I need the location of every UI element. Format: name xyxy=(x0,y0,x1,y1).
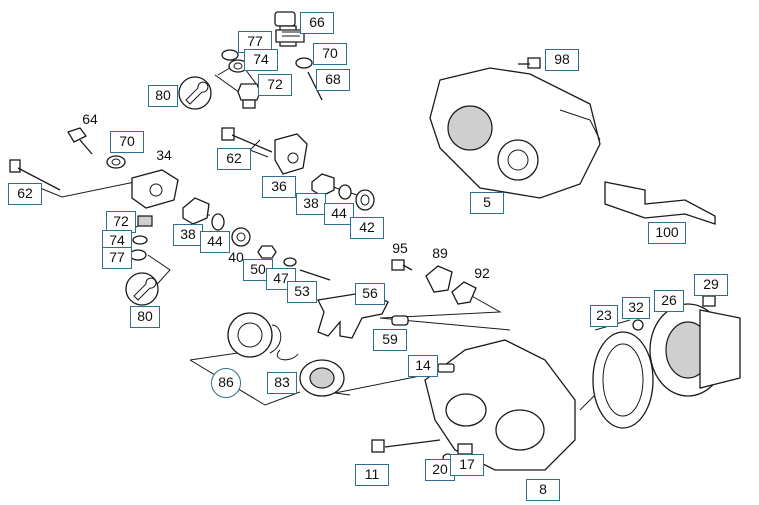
part-shift-small xyxy=(257,245,331,281)
callout-34: 34 xyxy=(156,147,172,163)
callout-70b: 70 xyxy=(110,131,144,153)
callout-100: 100 xyxy=(648,222,686,244)
callout-38b: 38 xyxy=(173,224,203,246)
callout-80b: 80 xyxy=(130,306,160,328)
callout-80a: 80 xyxy=(148,85,178,107)
part-wrench-80a xyxy=(178,76,212,110)
callout-74a: 74 xyxy=(244,49,278,71)
part-nut-72a xyxy=(237,83,261,109)
callout-53: 53 xyxy=(287,281,317,303)
callout-66: 66 xyxy=(300,12,334,34)
callout-77b: 77 xyxy=(102,247,132,269)
callout-86: 86 xyxy=(211,368,241,398)
part-bracket-36 xyxy=(221,127,308,175)
part-gaskets-right xyxy=(311,173,375,211)
callout-83: 83 xyxy=(267,372,297,394)
part-rings-top xyxy=(221,49,323,101)
callout-40: 40 xyxy=(228,249,244,265)
callout-72a: 72 xyxy=(258,74,292,96)
part-stack-left xyxy=(129,215,153,261)
part-gaskets-left xyxy=(182,197,251,247)
callout-68: 68 xyxy=(316,69,350,91)
part-bearing-83 xyxy=(299,359,345,397)
callout-50: 50 xyxy=(243,259,273,281)
callout-42: 42 xyxy=(350,217,384,239)
part-differential-5 xyxy=(429,57,601,199)
callout-62b: 62 xyxy=(217,148,251,170)
part-nut-86 xyxy=(227,312,299,361)
part-bracket-100 xyxy=(604,181,716,225)
part-95-89-92 xyxy=(391,259,477,305)
callout-77a: 77 xyxy=(238,31,272,53)
callout-59: 59 xyxy=(373,329,407,351)
part-sensor-64 xyxy=(67,127,126,169)
part-cover-34 xyxy=(131,169,179,209)
callout-64: 64 xyxy=(82,111,98,127)
callout-11: 11 xyxy=(355,464,389,486)
callout-5: 5 xyxy=(470,192,504,214)
callout-32: 32 xyxy=(622,297,650,319)
part-wrench-80b xyxy=(125,272,159,306)
callout-72b: 72 xyxy=(106,211,136,233)
part-housing-8 xyxy=(371,339,576,471)
part-bolt-62a xyxy=(9,159,61,191)
callout-29: 29 xyxy=(694,274,728,296)
callout-74b: 74 xyxy=(102,230,132,252)
callout-98: 98 xyxy=(545,49,579,71)
part-pin-59 xyxy=(391,315,409,326)
callout-92: 92 xyxy=(474,265,490,281)
callout-23: 23 xyxy=(590,305,618,327)
callout-36: 36 xyxy=(262,176,296,198)
callout-44a: 44 xyxy=(324,203,354,225)
callout-70a: 70 xyxy=(313,43,347,65)
callout-38a: 38 xyxy=(296,193,326,215)
callout-56: 56 xyxy=(355,283,385,305)
callout-62a: 62 xyxy=(8,183,42,205)
callout-8: 8 xyxy=(526,479,560,501)
callout-17: 17 xyxy=(450,454,484,476)
part-cover-26 xyxy=(632,295,741,397)
callout-44b: 44 xyxy=(200,231,230,253)
part-switch-66 xyxy=(274,11,305,47)
callout-14: 14 xyxy=(408,355,438,377)
part-cover-plate-23 xyxy=(592,331,654,429)
callout-95: 95 xyxy=(392,240,408,256)
callout-89: 89 xyxy=(432,245,448,261)
callout-26: 26 xyxy=(654,290,684,312)
